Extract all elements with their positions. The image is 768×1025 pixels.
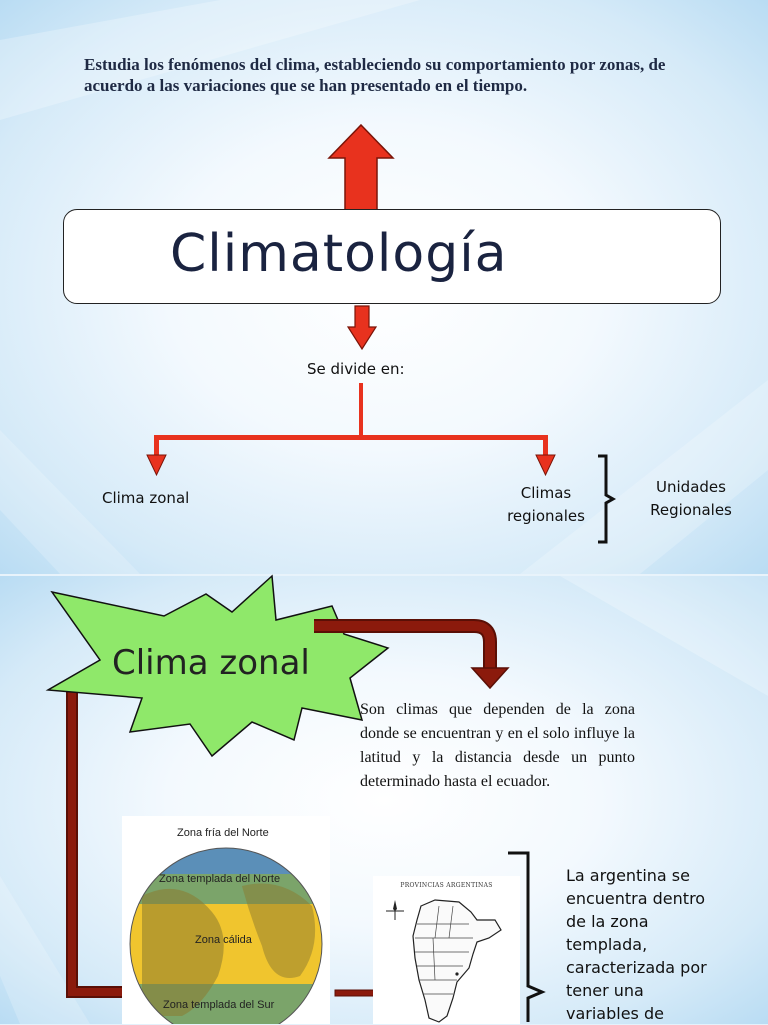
intro-text: Estudia los fenómenos del clima, estable… <box>84 55 666 95</box>
unidades-regionales-line2: Regionales <box>650 501 732 519</box>
argentina-bracket-icon <box>508 851 546 1022</box>
zone-north-temperate-label: Zona templada del Norte <box>159 873 281 885</box>
unidades-regionales-label: Unidades Regionales <box>636 476 746 522</box>
slide-separator <box>0 574 768 576</box>
clima-zonal-star-shape <box>45 574 390 758</box>
argentina-map-illustration <box>386 899 502 1023</box>
unidades-regionales-line1: Unidades <box>656 478 726 496</box>
zone-warm-label: Zona cálida <box>195 934 252 946</box>
branch-connector <box>146 383 556 477</box>
clima-zonal-title: Clima zonal <box>112 643 310 683</box>
down-arrow-icon <box>346 305 378 351</box>
branch-climas-regionales: Climas regionales <box>494 482 598 528</box>
zone-north-cold-label: Zona fría del Norte <box>177 827 269 839</box>
branch-climas-regionales-line1: Climas <box>520 484 572 502</box>
branch-clima-zonal: Clima zonal <box>102 489 190 507</box>
clima-zonal-description: Son climas que dependen de la zona donde… <box>360 701 635 790</box>
slide-background-decoration <box>0 0 768 574</box>
bracket-icon <box>598 454 617 544</box>
argentina-description: La argentina se encuentra dentro de la z… <box>566 866 707 1023</box>
globe-zones-illustration <box>129 847 323 1024</box>
divide-label: Se divide en: <box>307 360 405 378</box>
compass-rose-icon <box>386 900 404 920</box>
up-arrow-icon <box>327 123 395 213</box>
page-title: Climatología <box>170 224 508 284</box>
title-box <box>63 209 721 304</box>
branch-climas-regionales-line2: regionales <box>507 507 585 525</box>
curved-arrow-icon <box>314 619 510 690</box>
map-title: PROVINCIAS ARGENTINAS <box>400 882 493 889</box>
zone-south-temperate-label: Zona templada del Sur <box>163 999 275 1011</box>
